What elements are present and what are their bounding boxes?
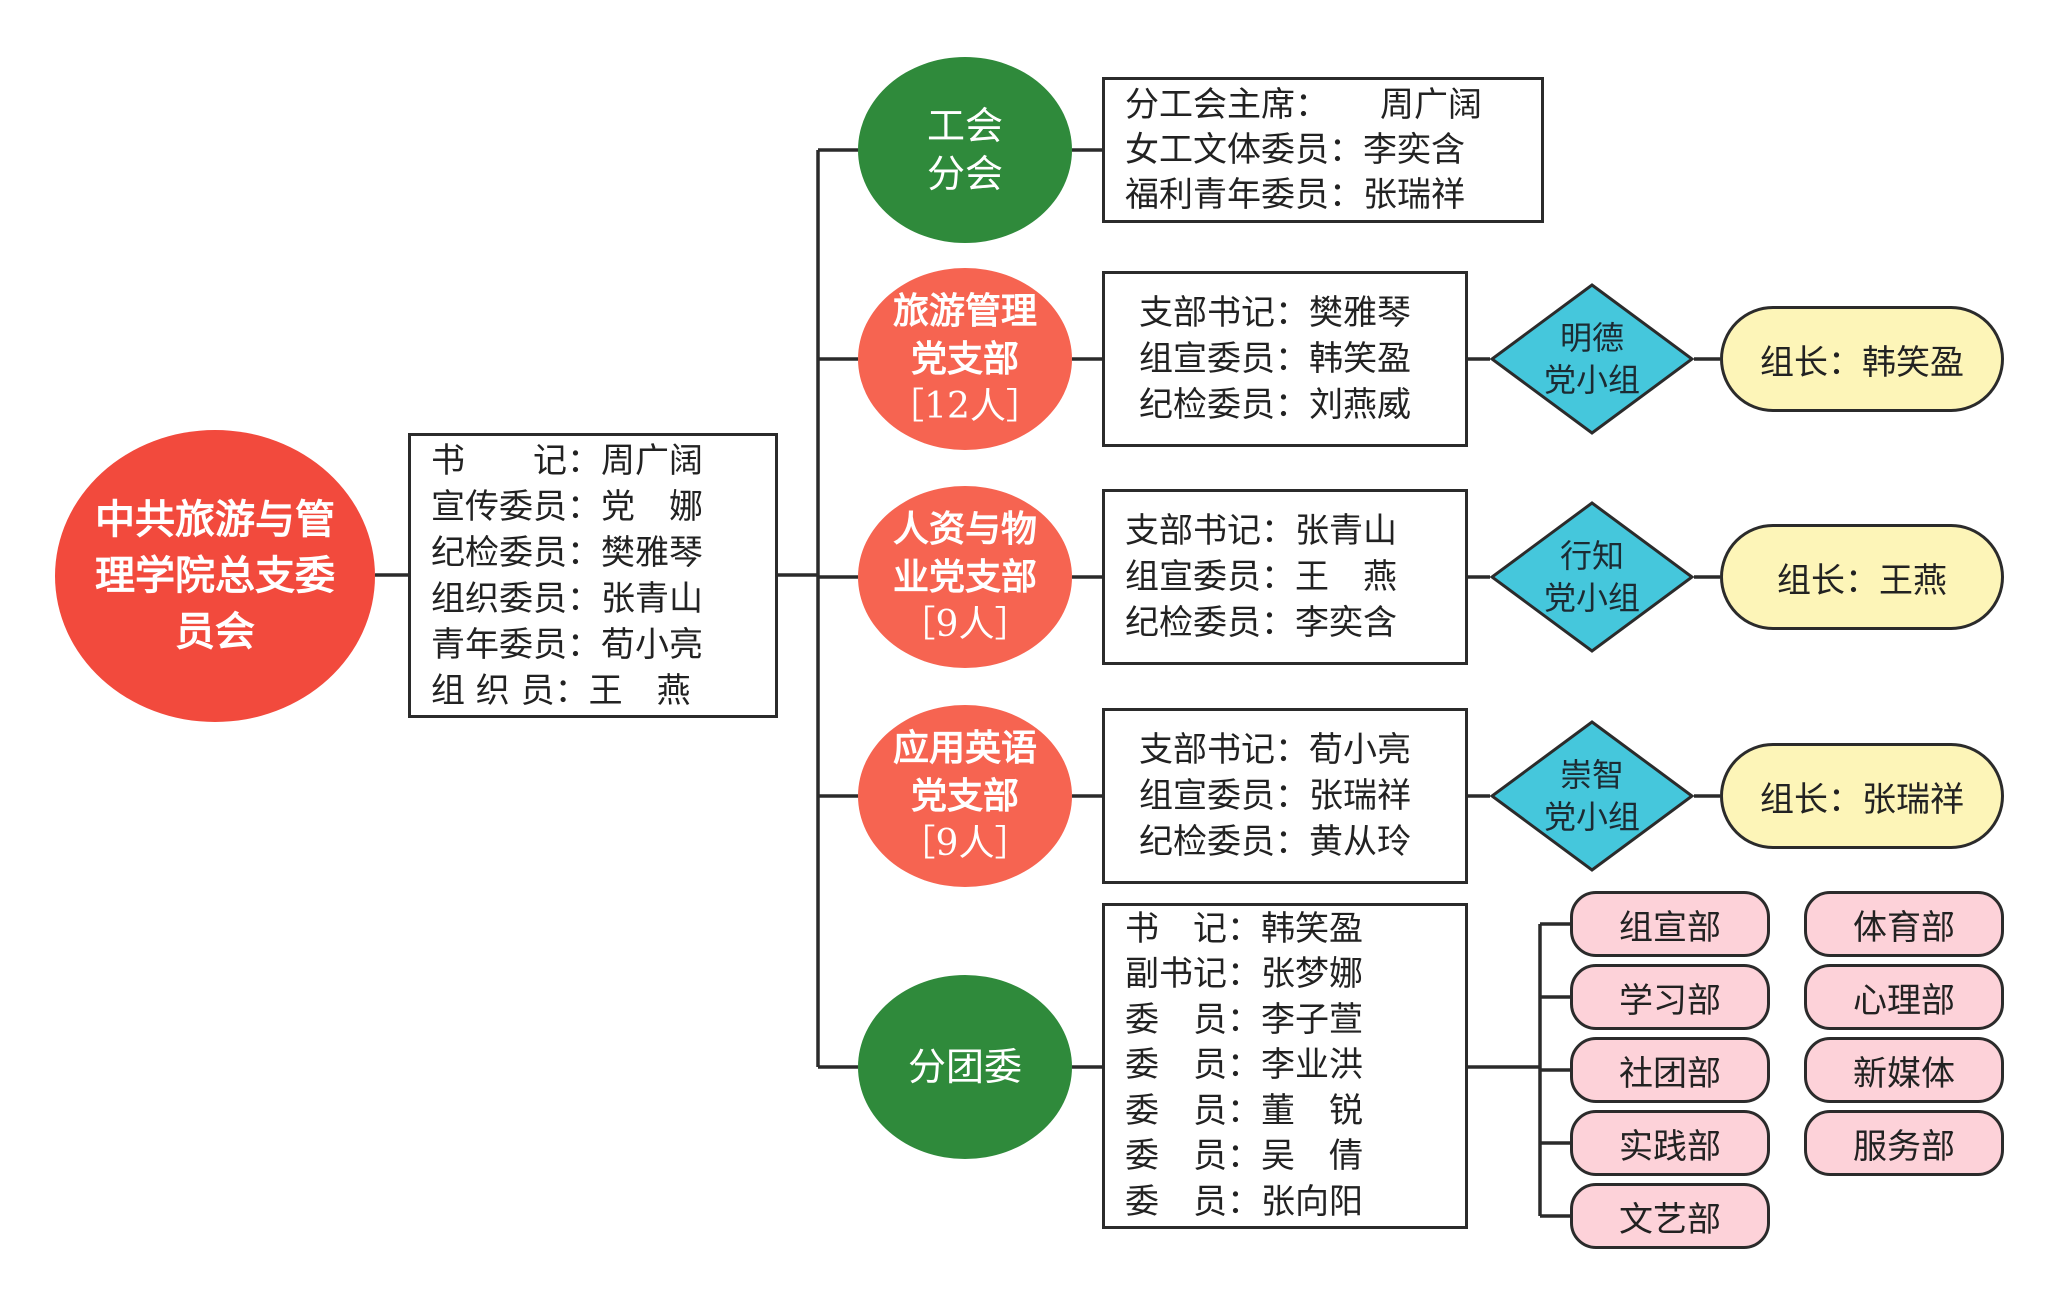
dept-practice: 实践部 — [1570, 1110, 1770, 1176]
union-members-box: 分工会主席：周广阔 女工文体委员：李奕含 福利青年委员：张瑞祥 — [1102, 77, 1544, 223]
tourism-party-branch-node: 旅游管理 党支部 ［12人］ — [858, 268, 1072, 450]
mingde-group-leader: 组长：韩笑盈 — [1720, 306, 2004, 412]
dept-arts: 文艺部 — [1570, 1183, 1770, 1249]
tourism-branch-members-box: 支部书记：樊雅琴 组宣委员：韩笑盈 纪检委员：刘燕威 — [1102, 271, 1468, 447]
dept-service: 服务部 — [1804, 1110, 2004, 1176]
youth-members-box: 书 记：韩笑盈 副书记：张梦娜 委 员：李子萱 委 员：李业洪 委 员：董 锐 … — [1102, 903, 1468, 1229]
union-member: 福利青年委员：张瑞祥 — [1125, 174, 1465, 215]
union-branch-node: 工会 分会 — [858, 57, 1072, 243]
branch-member: 组宣委员：韩笑盈 — [1139, 339, 1411, 379]
branch-line-1: 旅游管理 — [892, 290, 1037, 332]
diamond-shape — [1490, 501, 1694, 653]
branch-member: 纪检委员：刘燕威 — [1139, 385, 1411, 425]
branch-member: 纪检委员：黄从玲 — [1139, 822, 1411, 862]
group-line-2: 党小组 — [1543, 798, 1640, 836]
committee-member: 组织委员：张青山 — [431, 578, 703, 619]
mingde-party-group-node: 明德 党小组 — [1490, 283, 1694, 435]
branch-member: 支部书记：张青山 — [1125, 511, 1397, 551]
root-line-2: 理学院总支委 — [95, 552, 335, 599]
union-member: 女工文体委员：李奕含 — [1125, 129, 1465, 170]
branch-member: 组宣委员：王 燕 — [1125, 557, 1397, 597]
group-line-1: 行知 — [1559, 537, 1624, 575]
dept-sports: 体育部 — [1804, 891, 2004, 957]
diamond-shape — [1490, 283, 1694, 435]
dept-study: 学习部 — [1570, 964, 1770, 1030]
group-line-2: 党小组 — [1543, 579, 1640, 617]
branch-line-1: 人资与物 — [892, 508, 1037, 550]
committee-member: 组 织 员：王 燕 — [431, 670, 691, 711]
youth-member: 副书记：张梦娜 — [1125, 954, 1363, 995]
branch-line-2: 党支部 — [910, 338, 1019, 380]
branch-line-2: 党支部 — [910, 775, 1019, 817]
dept-clubs: 社团部 — [1570, 1037, 1770, 1103]
xingzhi-party-group-node: 行知 党小组 — [1490, 501, 1694, 653]
root-line-1: 中共旅游与管 — [95, 496, 335, 543]
youth-member: 委 员：李业洪 — [1125, 1045, 1363, 1086]
chongzhi-party-group-node: 崇智 党小组 — [1490, 720, 1694, 872]
committee-member: 宣传委员：党 娜 — [431, 486, 703, 527]
branch-member: 组宣委员：张瑞祥 — [1139, 776, 1411, 816]
group-line-2: 党小组 — [1543, 361, 1640, 399]
youth-member: 委 员：李子萱 — [1125, 999, 1363, 1040]
branch-member-count: ［12人］ — [888, 386, 1042, 427]
english-party-branch-node: 应用英语 党支部 ［9人］ — [858, 705, 1072, 887]
committee-member: 青年委员：荀小亮 — [431, 624, 703, 665]
branch-member-count: ［9人］ — [899, 823, 1031, 864]
hr-branch-members-box: 支部书记：张青山 组宣委员：王 燕 纪检委员：李奕含 — [1102, 489, 1468, 665]
committee-member: 书 记：周广阔 — [431, 440, 703, 481]
dept-psychology: 心理部 — [1804, 964, 2004, 1030]
youth-member: 委 员：吴 倩 — [1125, 1136, 1363, 1177]
branch-line-1: 应用英语 — [892, 727, 1037, 769]
youth-member: 书 记：韩笑盈 — [1125, 908, 1363, 949]
xingzhi-group-leader: 组长：王燕 — [1720, 524, 2004, 630]
youth-member: 委 员：张向阳 — [1125, 1181, 1363, 1222]
dept-new-media: 新媒体 — [1804, 1037, 2004, 1103]
youth-league-node: 分团委 — [858, 975, 1072, 1159]
committee-members-box: 书 记：周广阔 宣传委员：党 娜 纪检委员：樊雅琴 组织委员：张青山 青年委员：… — [408, 433, 778, 718]
union-member: 分工会主席：周广阔 — [1125, 84, 1482, 125]
youth-member: 委 员：董 锐 — [1125, 1090, 1363, 1131]
branch-member: 支部书记：樊雅琴 — [1139, 293, 1411, 333]
branch-member-count: ［9人］ — [899, 604, 1031, 645]
root-committee-node: 中共旅游与管 理学院总支委 员会 — [55, 430, 375, 722]
english-branch-members-box: 支部书记：荀小亮 组宣委员：张瑞祥 纪检委员：黄从玲 — [1102, 708, 1468, 884]
root-line-3: 员会 — [175, 608, 255, 655]
group-line-1: 明德 — [1559, 319, 1624, 357]
union-line-1: 工会 — [926, 104, 1003, 148]
hr-property-party-branch-node: 人资与物 业党支部 ［9人］ — [858, 486, 1072, 668]
diamond-shape — [1490, 720, 1694, 872]
dept-organization-publicity: 组宣部 — [1570, 891, 1770, 957]
branch-member: 纪检委员：李奕含 — [1125, 603, 1397, 643]
branch-member: 支部书记：荀小亮 — [1139, 730, 1411, 770]
chongzhi-group-leader: 组长：张瑞祥 — [1720, 743, 2004, 849]
committee-member: 纪检委员：樊雅琴 — [431, 532, 703, 573]
youth-line-1: 分团委 — [907, 1045, 1022, 1089]
group-line-1: 崇智 — [1559, 756, 1624, 794]
branch-line-2: 业党支部 — [892, 556, 1037, 598]
union-line-2: 分会 — [926, 152, 1003, 196]
